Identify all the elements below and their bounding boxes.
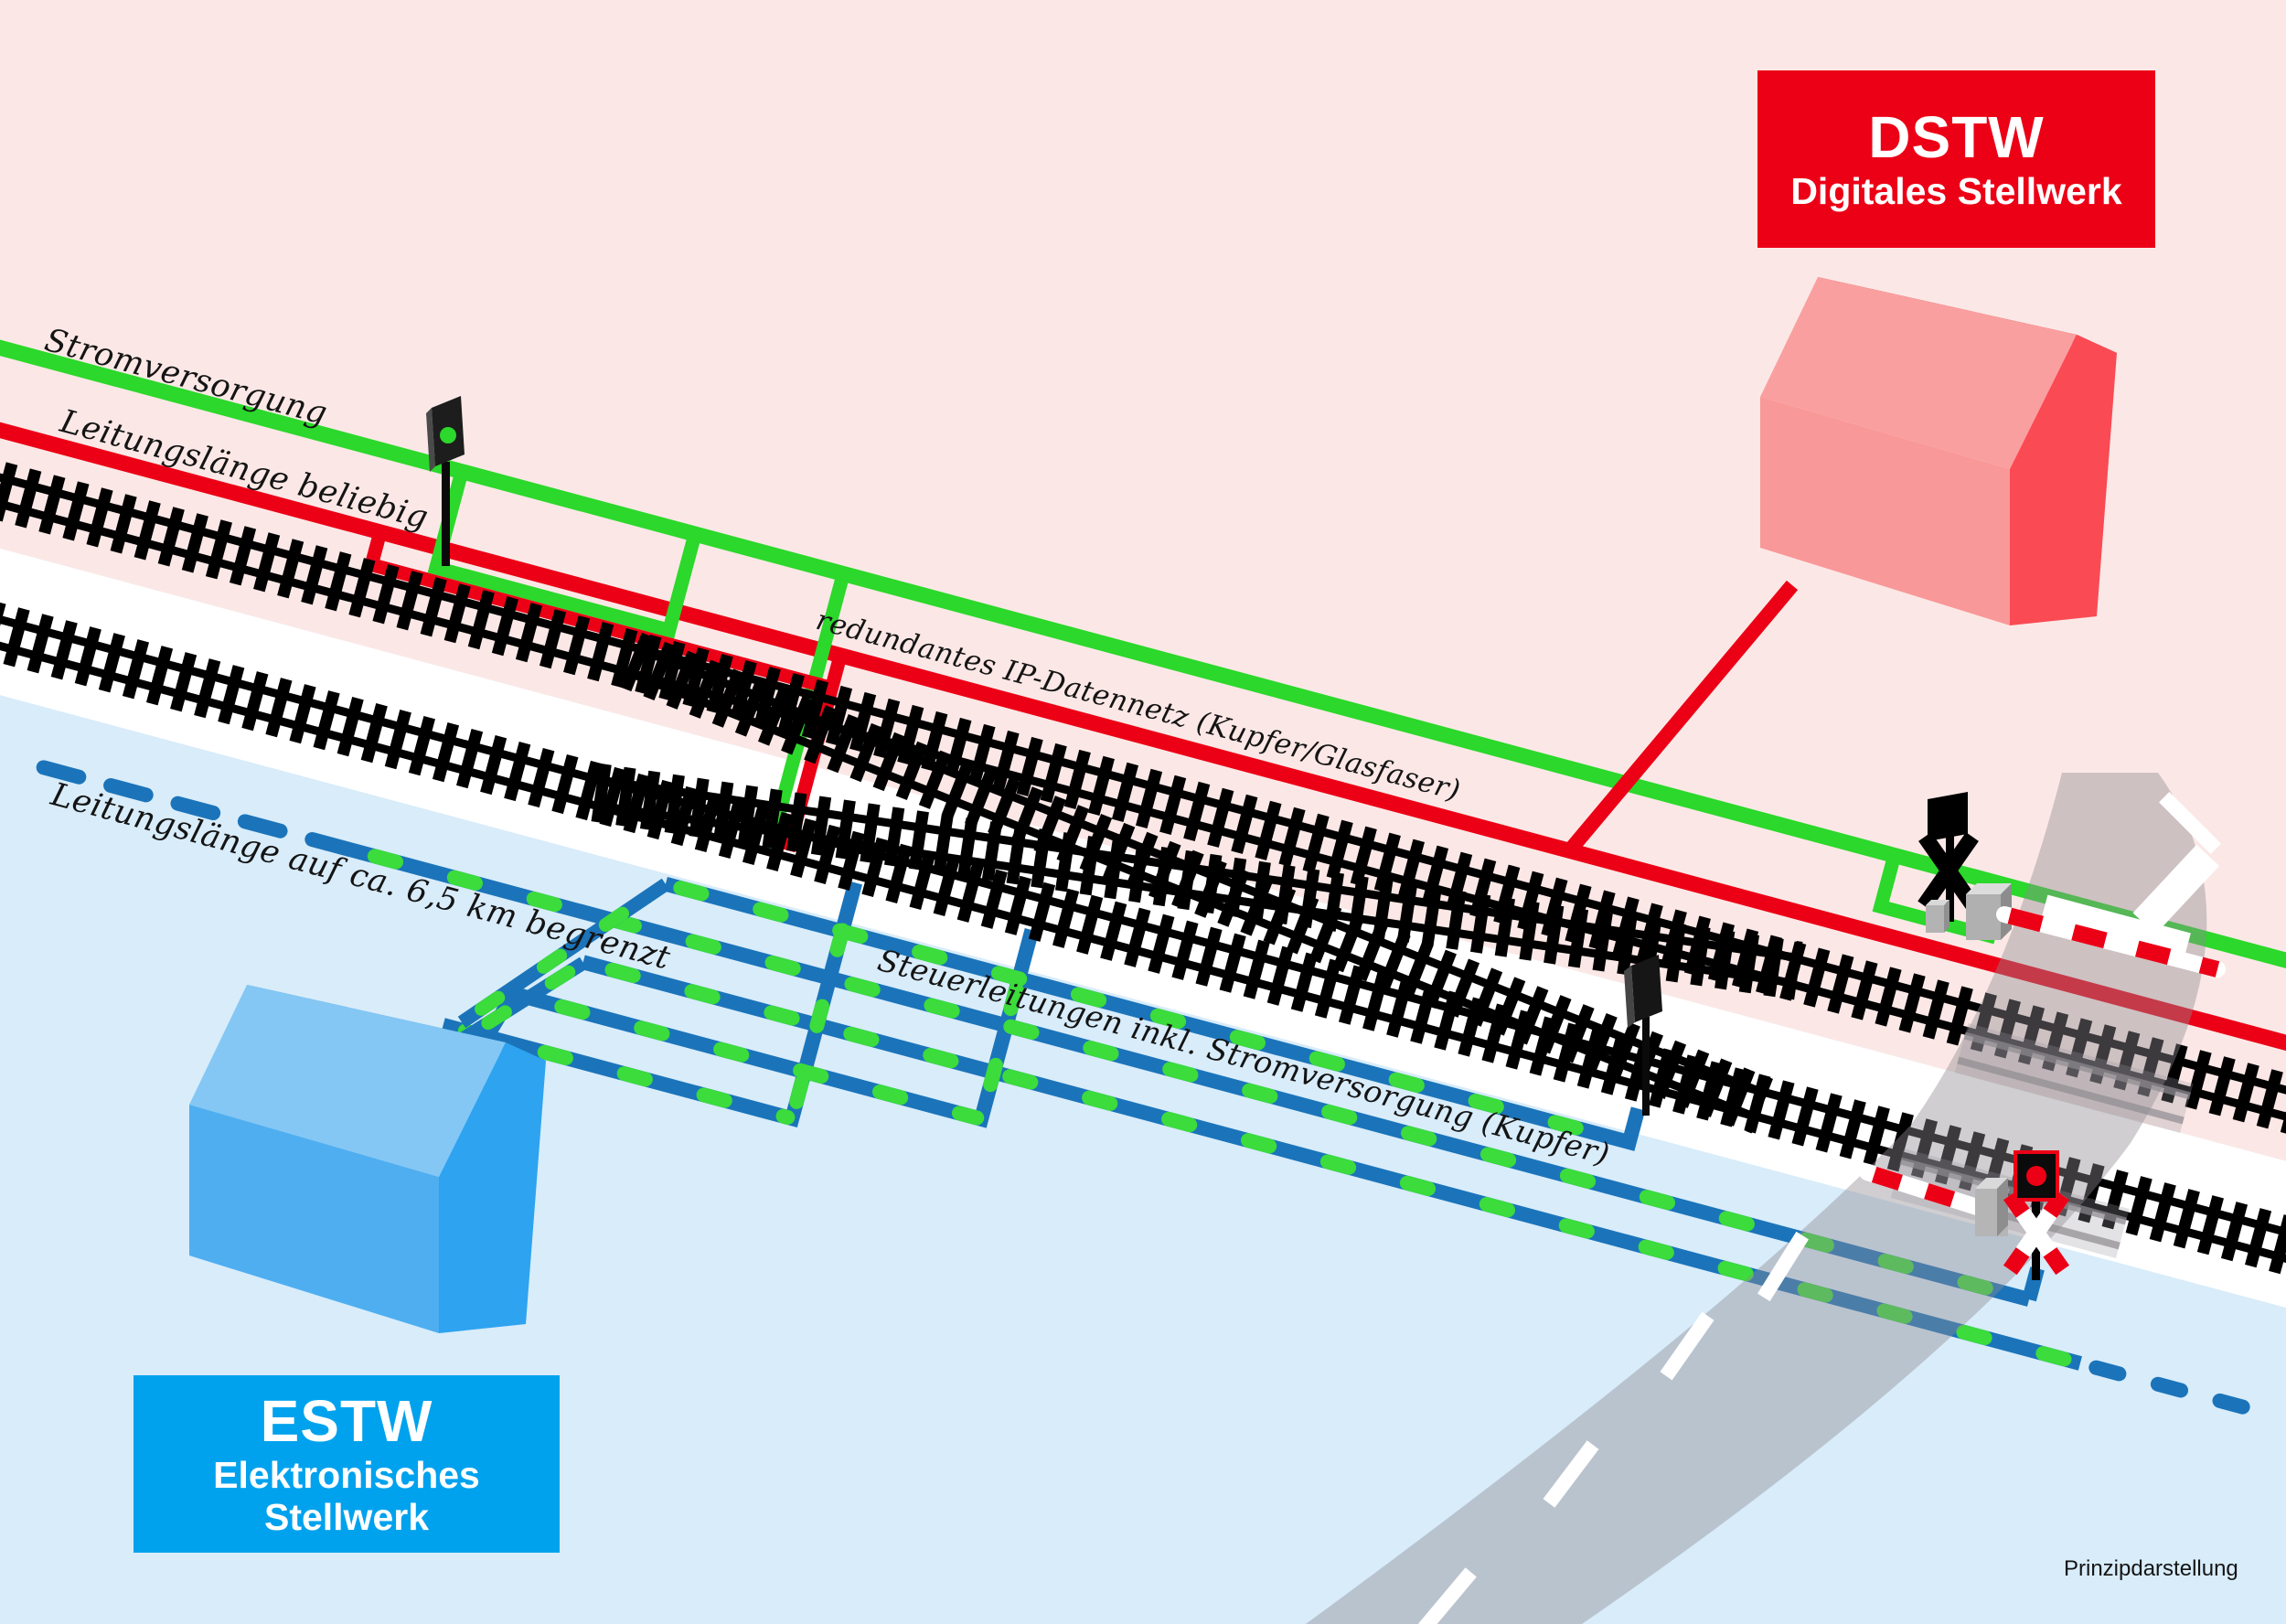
signal-1 xyxy=(426,396,465,566)
cable-dashed-continuation-right xyxy=(2088,1360,2278,1422)
estw-front-wall xyxy=(189,1105,439,1333)
ip-network-line xyxy=(0,157,2286,1357)
barrier-upper-stripes xyxy=(2002,906,2220,978)
signal-2-head-side xyxy=(1624,966,1635,1028)
power-loop-crossing xyxy=(1872,853,1998,945)
signal-1-head-side xyxy=(426,408,435,472)
barrier-box-small-top xyxy=(1926,900,1950,905)
barrier-lower-stripes xyxy=(1864,1164,1980,1215)
cable-riser-markers xyxy=(450,877,673,1050)
track-2 xyxy=(0,326,2286,1566)
crossing-upper-sign xyxy=(1928,792,1968,841)
dstw-side-wall xyxy=(2010,335,2117,625)
dstw-feeder-line xyxy=(1562,580,1799,858)
signal-2 xyxy=(1624,955,1662,1116)
barrier-box-top xyxy=(1966,883,2012,894)
estw-side-wall xyxy=(439,1042,546,1333)
dstw-front-wall xyxy=(1760,397,2010,625)
estw-building xyxy=(189,985,546,1333)
barrier-box-small-side xyxy=(1944,900,1950,933)
crossing-lower xyxy=(1859,1150,2070,1280)
signal-1-green-light xyxy=(440,427,456,443)
barrier-box xyxy=(1966,894,2001,940)
signal-2-mast xyxy=(1642,1017,1650,1116)
crossing-upper xyxy=(1917,792,2226,978)
road-rail-slab-1 xyxy=(1954,1022,2194,1134)
cable-dashed-continuation-left xyxy=(36,760,334,851)
dstw-roof xyxy=(1760,277,2077,469)
footnote: Prinzipdarstellung xyxy=(2064,1556,2238,1581)
estw-roof xyxy=(189,985,506,1177)
estw-zone-background xyxy=(0,412,2286,1624)
barrier-box-small xyxy=(1926,905,1944,933)
signal-1-mast xyxy=(442,462,450,566)
signal-2-head xyxy=(1631,955,1662,1022)
crossover-track-b xyxy=(591,763,1803,1000)
dstw-building xyxy=(1760,277,2117,625)
track-1 xyxy=(0,193,2286,1434)
cable-to-signal2 xyxy=(663,876,1646,1151)
power-supply-line xyxy=(0,80,2286,1280)
crossing-red-light xyxy=(2026,1166,2046,1186)
barrier-box-lower-side xyxy=(1997,1178,2008,1236)
andreaskreuz-bar-2 xyxy=(2003,1190,2070,1276)
